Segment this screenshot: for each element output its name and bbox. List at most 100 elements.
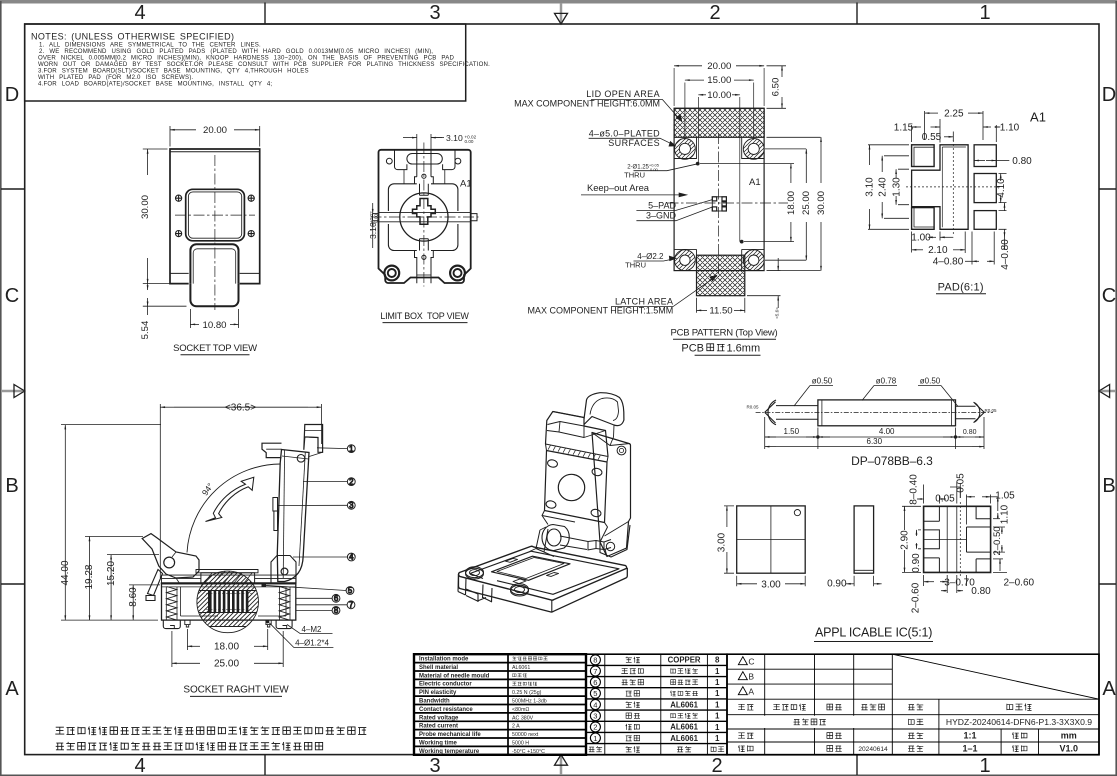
svg-text:1: 1 xyxy=(715,678,720,687)
svg-text:1:1: 1:1 xyxy=(963,731,976,741)
svg-text:A: A xyxy=(1102,678,1116,700)
svg-text:+0.02: +0.02 xyxy=(465,135,477,140)
svg-text:THRU: THRU xyxy=(625,261,646,270)
svg-text:LATCH AREA: LATCH AREA xyxy=(615,296,673,306)
svg-text:ø0.50: ø0.50 xyxy=(920,376,941,385)
svg-text:2.25: 2.25 xyxy=(944,108,964,119)
svg-text:30.00: 30.00 xyxy=(816,191,827,215)
svg-text:4: 4 xyxy=(134,2,145,24)
svg-text:A1: A1 xyxy=(1030,110,1046,125)
svg-text:3–GND: 3–GND xyxy=(646,211,677,221)
svg-text:4–0.80: 4–0.80 xyxy=(933,257,964,268)
svg-text:10.00: 10.00 xyxy=(707,90,731,101)
svg-text:NOTES: (UNLESS OTHERWISE SPECI: NOTES: (UNLESS OTHERWISE SPECIFIED) xyxy=(31,32,234,42)
svg-text:4–Ø2.2: 4–Ø2.2 xyxy=(637,252,664,261)
svg-text:3.00: 3.00 xyxy=(717,532,728,552)
svg-text:1.10: 1.10 xyxy=(1000,122,1020,133)
svg-text:C: C xyxy=(1102,285,1116,307)
svg-text:8–0.40: 8–0.40 xyxy=(909,474,920,505)
svg-text:6.30: 6.30 xyxy=(867,437,883,446)
svg-text:18.00: 18.00 xyxy=(214,642,239,653)
svg-text:THRU: THRU xyxy=(624,171,645,180)
svg-text:4–M2: 4–M2 xyxy=(301,625,322,634)
svg-text:SOCKET RAGHT VIEW: SOCKET RAGHT VIEW xyxy=(183,685,289,696)
svg-text:B: B xyxy=(5,475,18,497)
svg-text:1: 1 xyxy=(979,755,990,776)
svg-text:0.55: 0.55 xyxy=(922,132,942,143)
svg-text:0.05: 0.05 xyxy=(956,473,967,493)
svg-text:4.FOR LOAD BOARD(ATE)/SOCKET B: 4.FOR LOAD BOARD(ATE)/SOCKET BASE MOUNTI… xyxy=(38,81,272,88)
svg-text:5: 5 xyxy=(593,689,597,698)
svg-text:2.10: 2.10 xyxy=(928,245,948,256)
svg-text:APPL ICABLE IC(5:1): APPL ICABLE IC(5:1) xyxy=(815,626,932,640)
svg-text:Working time: Working time xyxy=(419,740,458,746)
svg-text:1. ALL DIMENSIONS ARE SYMMETRI: 1. ALL DIMENSIONS ARE SYMMETRICAL TO THE… xyxy=(39,42,261,49)
svg-text:3: 3 xyxy=(593,712,597,721)
svg-text:2.90: 2.90 xyxy=(899,530,910,550)
svg-text:4.10: 4.10 xyxy=(996,178,1007,198)
svg-text:SOCKET TOP VIEW: SOCKET TOP VIEW xyxy=(173,343,257,354)
svg-text:4–ø5.0–PLATED: 4–ø5.0–PLATED xyxy=(589,129,660,139)
svg-text:<36.5>: <36.5> xyxy=(225,402,256,413)
svg-text:2–0.60: 2–0.60 xyxy=(1004,578,1035,589)
svg-text:AL6061: AL6061 xyxy=(670,723,698,732)
svg-text:Electric conductor: Electric conductor xyxy=(419,682,472,688)
svg-text:Probe mechanical life: Probe mechanical life xyxy=(419,732,481,738)
svg-text:Rated voltage: Rated voltage xyxy=(419,715,459,721)
svg-text:30.00: 30.00 xyxy=(140,195,151,219)
svg-text:R0.05: R0.05 xyxy=(746,405,759,410)
svg-text:4.00: 4.00 xyxy=(879,427,895,436)
svg-text:1: 1 xyxy=(593,734,597,743)
svg-text:4–0.80: 4–0.80 xyxy=(1000,239,1011,270)
svg-text:DP–078BB–6.3: DP–078BB–6.3 xyxy=(851,454,933,468)
svg-text:A1: A1 xyxy=(460,179,472,190)
svg-text:PCB: PCB xyxy=(681,343,704,355)
svg-text:1: 1 xyxy=(715,667,720,676)
svg-text:2: 2 xyxy=(709,2,720,24)
svg-text:0.00: 0.00 xyxy=(374,214,379,223)
svg-text:1.00: 1.00 xyxy=(911,233,931,244)
svg-text:3: 3 xyxy=(429,2,440,24)
svg-text:1: 1 xyxy=(715,734,720,743)
svg-text:COPPER: COPPER xyxy=(668,656,701,665)
svg-text:4: 4 xyxy=(593,700,597,709)
svg-text:3: 3 xyxy=(429,755,440,776)
svg-text:1: 1 xyxy=(349,444,353,453)
svg-text:<80mΩ: <80mΩ xyxy=(512,707,529,713)
svg-text:5: 5 xyxy=(348,586,353,595)
svg-text:5000 H: 5000 H xyxy=(512,740,529,746)
svg-text:1.50: 1.50 xyxy=(784,427,800,436)
svg-text:3.10: 3.10 xyxy=(368,222,378,239)
svg-text:500MHz 1-3db: 500MHz 1-3db xyxy=(512,699,547,705)
svg-text:1.10: 1.10 xyxy=(1000,504,1011,524)
svg-text:C: C xyxy=(5,285,19,307)
svg-text:8: 8 xyxy=(593,656,597,665)
svg-text:1.15: 1.15 xyxy=(894,122,914,133)
svg-text:3: 3 xyxy=(349,501,353,510)
svg-text:+0.02: +0.02 xyxy=(369,211,374,223)
svg-text:4–Ø1.2*4: 4–Ø1.2*4 xyxy=(295,638,329,647)
svg-text:3.FOR SYSTEM BOARD(SLT)/SOCKET: 3.FOR SYSTEM BOARD(SLT)/SOCKET BASE MOUN… xyxy=(38,68,309,75)
svg-text:2: 2 xyxy=(593,723,597,732)
svg-text:1.05: 1.05 xyxy=(995,491,1015,502)
svg-text:PIN elasticity: PIN elasticity xyxy=(419,690,457,696)
svg-text:50000 next: 50000 next xyxy=(512,732,539,738)
svg-text:0.00: 0.00 xyxy=(465,139,474,144)
svg-text:15.20: 15.20 xyxy=(106,561,117,586)
svg-text:MAX COMPONENT HEIGHT:1.5MM: MAX COMPONENT HEIGHT:1.5MM xyxy=(527,306,673,316)
svg-text:2: 2 xyxy=(349,477,353,486)
svg-text:Material of needle mould: Material of needle mould xyxy=(419,673,490,679)
svg-text:4: 4 xyxy=(134,755,145,776)
svg-text:3.10: 3.10 xyxy=(446,133,463,143)
svg-text:2.40: 2.40 xyxy=(877,177,888,197)
svg-text:Working temperature: Working temperature xyxy=(419,749,480,755)
svg-text:A: A xyxy=(748,687,754,697)
svg-text:1: 1 xyxy=(715,712,720,721)
svg-text:6: 6 xyxy=(334,594,338,603)
svg-text:OVER NICKEL 0.005MM[0.2 MICRO: OVER NICKEL 0.005MM[0.2 MICRO INCHES](MI… xyxy=(38,55,454,62)
svg-text:7: 7 xyxy=(593,667,597,676)
svg-text:1.30: 1.30 xyxy=(891,177,902,197)
svg-text:V1.0: V1.0 xyxy=(1059,743,1078,753)
svg-text:<5.6>: <5.6> xyxy=(775,307,780,319)
svg-text:5–PAD: 5–PAD xyxy=(648,200,676,210)
